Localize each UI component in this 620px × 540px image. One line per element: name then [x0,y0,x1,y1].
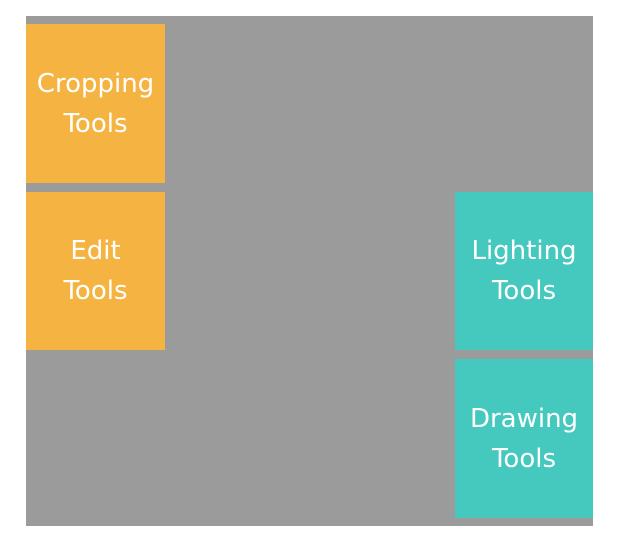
cropping-tools-label: Cropping Tools [36,68,155,139]
lighting-tools-tile[interactable]: Lighting Tools [455,192,593,350]
edit-tools-tile[interactable]: Edit Tools [26,192,165,350]
drawing-tools-tile[interactable]: Drawing Tools [455,359,593,518]
lighting-tools-label: Lighting Tools [471,236,577,306]
edit-tools-label: Edit Tools [63,236,128,306]
drawing-tools-label: Drawing Tools [469,403,579,474]
cropping-tools-tile[interactable]: Cropping Tools [26,24,165,183]
